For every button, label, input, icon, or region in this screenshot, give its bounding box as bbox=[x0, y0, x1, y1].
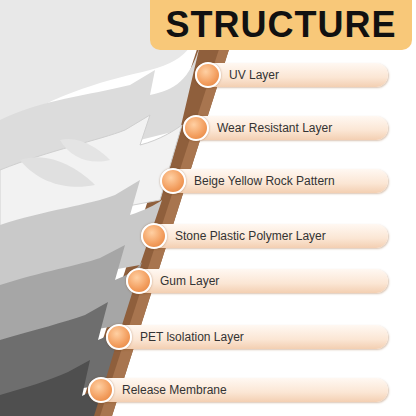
rock-pattern bbox=[20, 157, 95, 186]
layer-label: Stone Plastic Polymer Layer bbox=[175, 224, 326, 248]
bullet-circle bbox=[160, 168, 186, 194]
layer-label: Gum Layer bbox=[160, 269, 219, 293]
layer-band: Beige Yellow Rock Pattern bbox=[160, 169, 388, 193]
title: STRUCTURE bbox=[166, 4, 397, 46]
layer-label: PET lsolation Layer bbox=[140, 325, 244, 349]
bullet-circle bbox=[195, 62, 221, 88]
rock-pattern bbox=[60, 139, 110, 162]
bullet-circle bbox=[126, 268, 152, 294]
title-banner: STRUCTURE bbox=[150, 0, 412, 50]
layer-band: Wear Resistant Layer bbox=[183, 116, 388, 140]
bullet-circle bbox=[183, 115, 209, 141]
bullet-circle bbox=[106, 324, 132, 350]
layer-band: Gum Layer bbox=[126, 269, 388, 293]
layer-band: Release Membrane bbox=[88, 378, 388, 402]
bullet-circle bbox=[88, 377, 114, 403]
layer-label: Wear Resistant Layer bbox=[217, 116, 332, 140]
layer-band: PET lsolation Layer bbox=[106, 325, 388, 349]
layer-label: UV Layer bbox=[229, 63, 279, 87]
bullet-circle bbox=[141, 223, 167, 249]
layer-band: UV Layer bbox=[195, 63, 388, 87]
layer-label: Release Membrane bbox=[122, 378, 227, 402]
layer-band: Stone Plastic Polymer Layer bbox=[141, 224, 388, 248]
layer-label: Beige Yellow Rock Pattern bbox=[194, 169, 335, 193]
